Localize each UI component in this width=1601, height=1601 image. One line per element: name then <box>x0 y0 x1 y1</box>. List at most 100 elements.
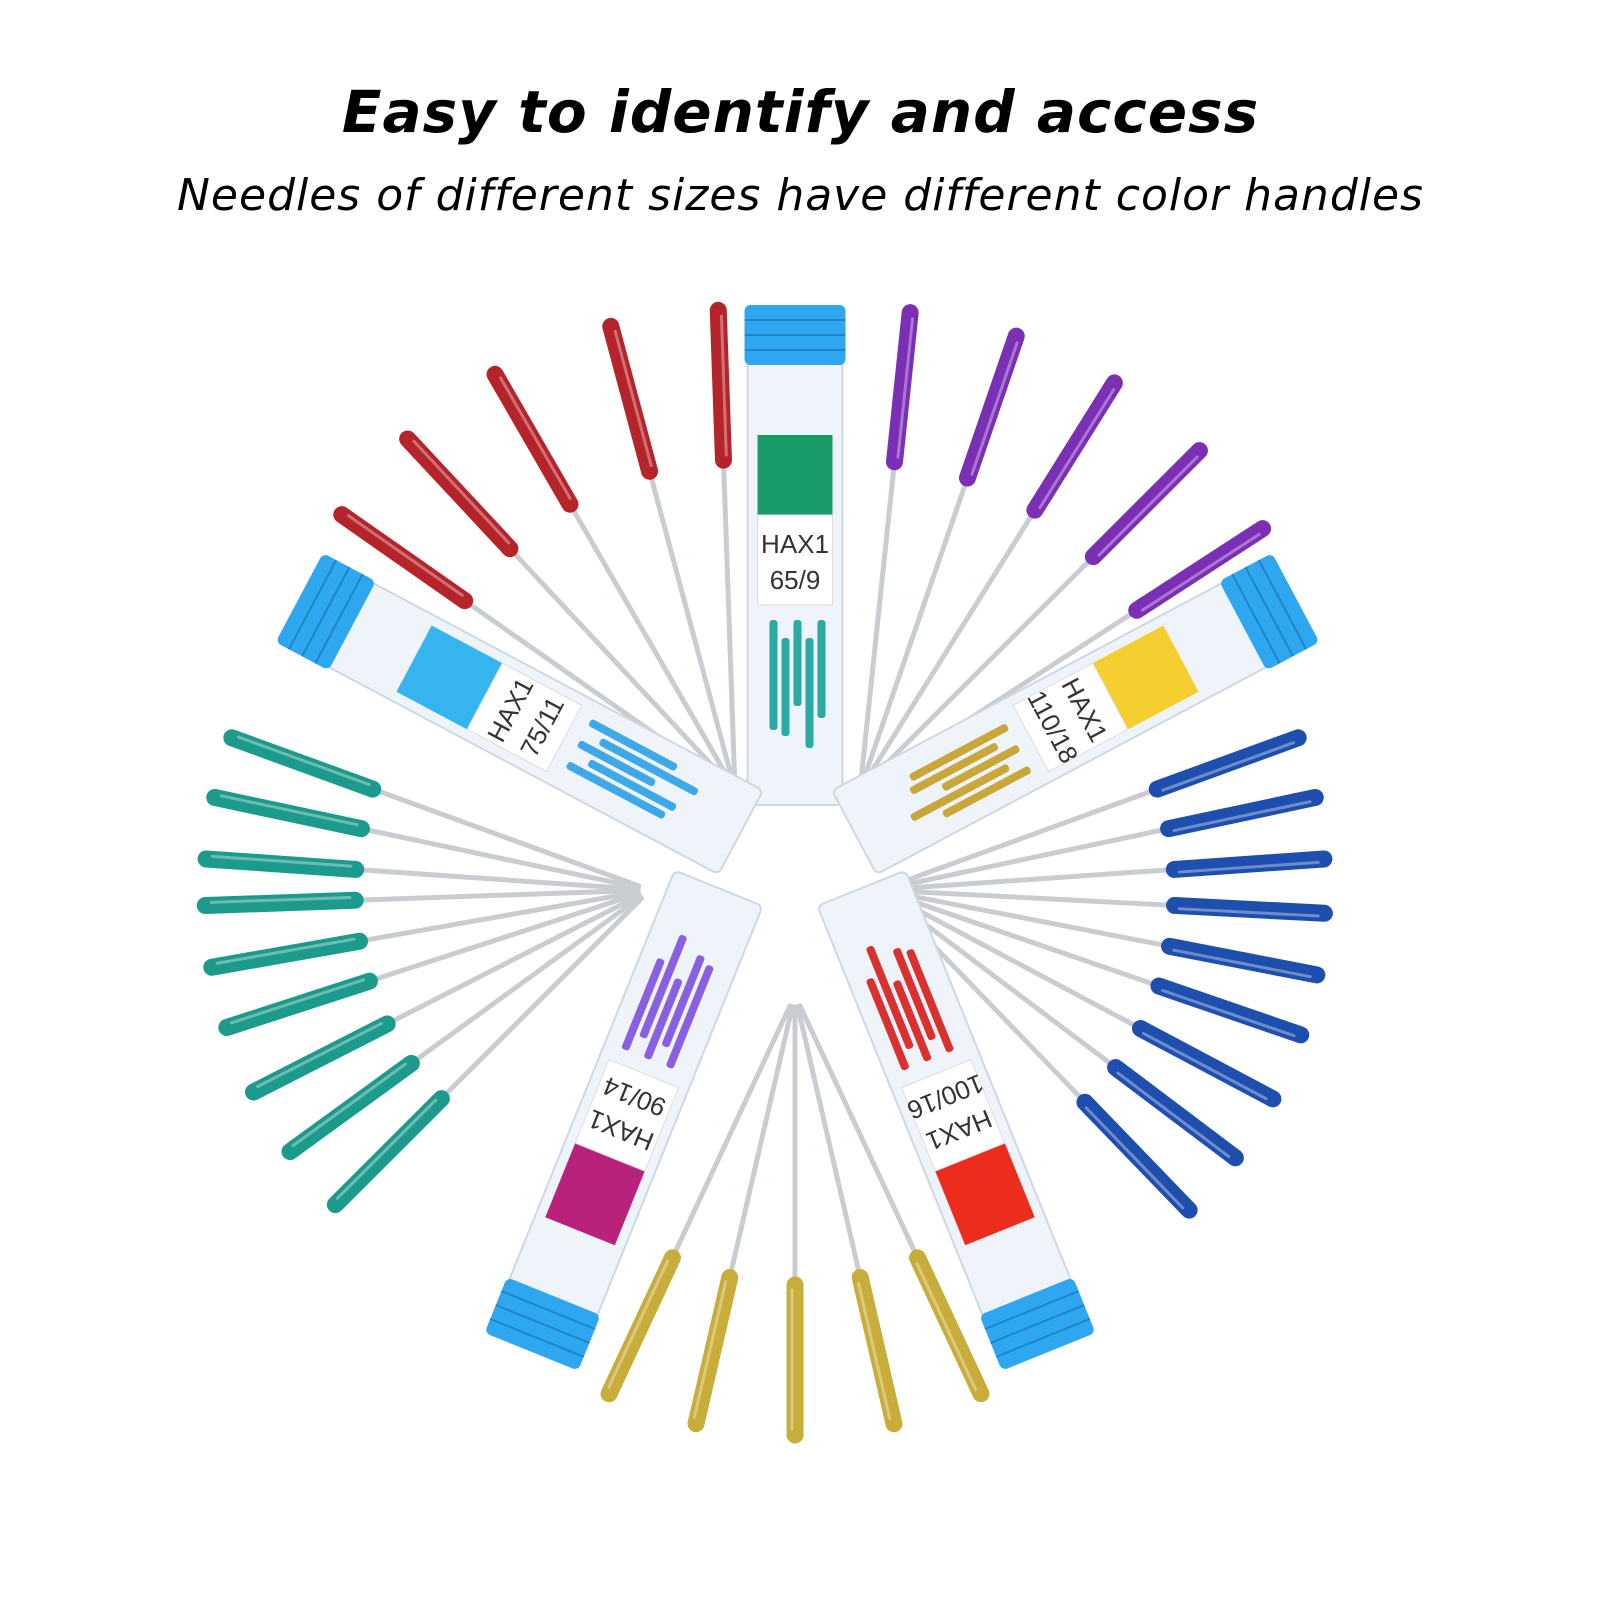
needle-handle <box>223 729 382 798</box>
cap-rib <box>495 1304 590 1344</box>
needle <box>888 729 1307 889</box>
cap-rib <box>984 1290 1079 1330</box>
box-type-text: HAX1 <box>761 529 829 559</box>
handle-highlight <box>1172 948 1312 979</box>
handle-highlight <box>1084 1106 1185 1210</box>
needle-handle <box>602 317 659 480</box>
handle-highlight <box>1141 1031 1268 1101</box>
needle-handle <box>1165 850 1333 878</box>
boxed-needle <box>666 965 714 1069</box>
needle-shaft <box>347 889 641 946</box>
handle-highlight <box>856 1281 892 1421</box>
handle-highlight <box>346 514 464 597</box>
needle-shaft <box>360 783 642 889</box>
handle-highlight <box>1097 455 1199 557</box>
boxed-needle <box>588 759 677 811</box>
handle-highlight <box>1116 1071 1231 1159</box>
needle-shaft <box>863 499 1043 783</box>
boxed-needle <box>577 740 656 787</box>
boxed-needle <box>942 745 1020 791</box>
size-label <box>1012 662 1129 773</box>
needle-shaft <box>858 449 899 781</box>
needle-handle <box>333 506 474 610</box>
handle-highlight <box>970 341 1019 476</box>
needle-shaft <box>889 888 1188 909</box>
needle-shaft <box>865 547 1103 785</box>
handle-highlight <box>255 1022 383 1089</box>
headline-title: Easy to identify and access <box>341 78 1260 146</box>
needle-shaft <box>343 866 641 892</box>
needle-shaft <box>889 866 1187 892</box>
cap-rib <box>287 559 338 650</box>
size-label <box>900 1058 1006 1172</box>
needle-shaft <box>349 824 641 891</box>
cap-rib <box>314 573 364 664</box>
needle <box>203 889 641 976</box>
needle-shaft <box>644 459 735 781</box>
needle-handle <box>206 788 370 838</box>
needle-handle <box>203 932 368 976</box>
boxed-needle <box>805 638 814 748</box>
needle-handle <box>1128 520 1272 619</box>
boxed-needle <box>589 719 678 771</box>
needle-handle <box>281 1054 420 1161</box>
needle-box-65-9: HAX1 65/9 <box>744 305 846 806</box>
boxed-needle <box>599 738 699 796</box>
box-size-text: 65/9 <box>770 565 821 595</box>
needle-handle <box>1107 1059 1244 1167</box>
handle-highlight <box>1038 388 1116 509</box>
needle-shaft <box>375 892 642 1031</box>
handle-highlight <box>291 1062 408 1148</box>
needle-shaft <box>431 895 645 1109</box>
needle-shaft <box>797 1003 925 1270</box>
needle-fan-red <box>333 301 738 786</box>
needle-shaft <box>888 783 1170 889</box>
needle <box>889 888 1333 922</box>
needle-handle <box>326 1090 450 1214</box>
needle-handle <box>196 891 364 915</box>
needle-shaft <box>795 1004 865 1290</box>
needle-fan-teal <box>196 729 645 1214</box>
needle-handle <box>600 1249 681 1403</box>
needle <box>861 327 1025 782</box>
needle-handle <box>197 850 365 878</box>
size-label <box>757 514 833 606</box>
needle-handle <box>245 1015 396 1101</box>
needle <box>197 850 641 892</box>
boxed-needles <box>621 935 714 1069</box>
size-label <box>574 1058 680 1172</box>
handle-highlight <box>1172 800 1312 833</box>
needle-handle <box>851 1269 903 1433</box>
boxed-needles <box>909 724 1031 821</box>
needle-handle <box>958 327 1025 487</box>
needle-handle <box>1026 374 1123 519</box>
handle-highlight <box>719 314 728 457</box>
needle-shaft <box>720 447 738 781</box>
needle <box>865 442 1208 785</box>
needle <box>797 1003 990 1403</box>
handle-highlight <box>692 1280 728 1419</box>
boxed-needle <box>893 980 932 1062</box>
boxed-needle <box>781 638 790 736</box>
needle-handle <box>1160 788 1324 838</box>
boxed-needle <box>909 743 999 795</box>
boxed-needle <box>906 949 954 1053</box>
needle-handle <box>885 304 919 471</box>
needle-shaft <box>665 1003 793 1270</box>
needle <box>196 887 641 915</box>
cap-rib <box>1231 573 1281 664</box>
needle <box>245 892 642 1101</box>
needle-handle <box>1161 937 1326 984</box>
needle <box>858 304 919 781</box>
boxed-needle <box>769 620 778 730</box>
needle-shaft <box>725 1004 795 1290</box>
size-color-tag <box>396 625 503 730</box>
size-color-tag <box>545 1143 645 1246</box>
needle-fan-purple <box>858 304 1272 786</box>
boxed-needle <box>866 978 909 1071</box>
handle-highlight <box>209 895 352 904</box>
needle-shaft <box>889 824 1181 891</box>
handle-highlight <box>335 1098 438 1200</box>
